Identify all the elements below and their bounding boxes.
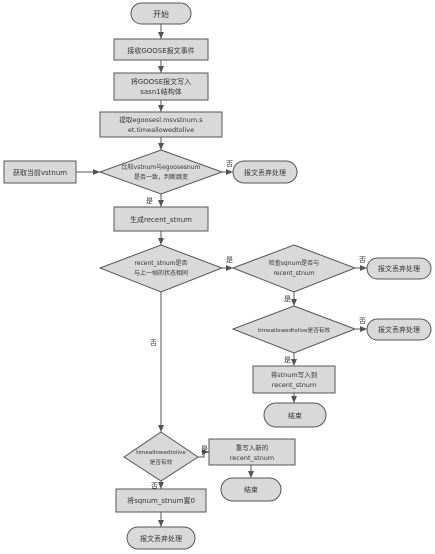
process-shape	[3, 160, 77, 184]
node-label: 开始	[153, 9, 169, 19]
node-label: 结束	[288, 411, 302, 420]
node-end-2: 结束	[220, 477, 282, 502]
node-label: 比较vstnum与egoosesnum	[122, 163, 201, 171]
node-discard-3: 报文丢弃处理	[366, 318, 432, 341]
process-shape	[113, 38, 209, 61]
node-label: recent_stnum	[272, 381, 317, 389]
node-start: 开始	[130, 2, 192, 25]
node-end-1: 结束	[263, 402, 327, 428]
node-label: 报文丢弃处理	[378, 325, 420, 334]
process-shape	[115, 488, 207, 513]
node-recv: 接收GOOSE报文事件	[113, 38, 209, 61]
edge-label-check-ttl-yes: 是	[284, 356, 291, 364]
node-label: 结束	[244, 485, 258, 494]
node-update-stnum: 将stnum写入到 recent_stnum	[252, 365, 336, 394]
process-shape	[99, 111, 223, 138]
node-label: 接收GOOSE报文事件	[127, 46, 194, 55]
node-cmp-recent: recent_stnum是否 与上一帧的状态相同	[98, 244, 224, 293]
process-shape	[252, 365, 336, 394]
node-discard-1: 报文丢弃处理	[232, 160, 298, 184]
terminal-shape	[263, 402, 327, 428]
decision-shape	[231, 305, 357, 354]
terminal-shape	[126, 526, 196, 550]
node-label: 检查sqnum是否与	[269, 259, 319, 267]
node-label: 报文丢弃处理	[244, 168, 286, 177]
node-label: 重写入新的	[236, 443, 269, 452]
edge-label-cmp-recent-yes: 是	[226, 256, 233, 264]
node-discard-2: 报文丢弃处理	[366, 257, 432, 280]
node-input-vstnum: 获取当前vstnum	[3, 160, 77, 184]
terminal-shape	[366, 318, 432, 341]
edge-label-cmp-vstnum-yes: 是	[146, 197, 153, 205]
edge-label-check-ttl-no: 否	[359, 317, 366, 325]
node-check-ttl-2: timeallowedtolive 是否有效	[123, 431, 199, 482]
node-discard-4: 报文丢弃处理	[126, 526, 196, 550]
node-label: 提取egoosesl.msvstnum.s	[119, 115, 203, 124]
node-check-sqnum: 检查sqnum是否与 recent_stnum	[231, 244, 357, 293]
node-reset-sqnum: 将sqnum_stnum置0	[115, 488, 207, 513]
node-parse: 将GOOSE报文写入 sasn1结构体	[113, 72, 209, 101]
node-label: 生成recent_stnum	[130, 215, 192, 224]
node-label: 与上一帧的状态相同	[134, 269, 188, 277]
edge-label-cmp-recent-no: 否	[150, 339, 157, 347]
node-label: sasn1结构体	[140, 87, 181, 96]
node-extract: 提取egoosesl.msvstnum.s et.timeallowedtoli…	[99, 111, 223, 138]
process-shape	[208, 438, 296, 466]
terminal-shape	[220, 477, 282, 502]
terminal-shape	[366, 257, 432, 280]
decision-shape	[98, 244, 224, 293]
node-label: 将stnum写入到	[271, 370, 318, 379]
node-update-recent: 重写入新的 recent_stnum	[208, 438, 296, 466]
node-check-ttl: timeallowedtolive是否有效	[231, 305, 357, 354]
node-label: 是否有效	[150, 458, 173, 466]
node-cmp-vstnum: 比较vstnum与egoosesnum 是否一致，判断跳变	[98, 149, 224, 195]
edge-label-check-sqnum-yes: 是	[284, 295, 291, 303]
node-label: 是否一致，判断跳变	[134, 173, 188, 181]
terminal-shape	[232, 160, 298, 184]
decision-shape	[123, 431, 199, 482]
edge-label-check-sqnum-no: 否	[359, 256, 366, 264]
node-label: 获取当前vstnum	[13, 168, 67, 177]
node-label: 报文丢弃处理	[140, 534, 182, 543]
edge-label-check-ttl2-yes: 是	[201, 445, 208, 453]
decision-shape	[231, 244, 357, 293]
node-label: et.timeallowedtolive	[128, 126, 194, 134]
edge-label-check-ttl2-no: 否	[151, 482, 158, 490]
node-label: recent_stnum	[230, 454, 275, 462]
node-label: timeallowedtolive	[136, 450, 186, 456]
nodes: 开始 接收GOOSE报文事件 将GOOSE报文写入 sasn1结构体 提取ego…	[3, 2, 432, 550]
node-label: 将sqnum_stnum置0	[127, 496, 195, 505]
edge-labels: 否 是 是 否 否 是 否 是 是 否	[146, 160, 366, 490]
process-shape	[113, 72, 209, 101]
node-label: 将GOOSE报文写入	[131, 77, 191, 86]
edge-label-cmp-vstnum-no: 否	[226, 160, 233, 168]
terminal-shape	[130, 2, 192, 25]
node-label: recent_stnum	[273, 270, 314, 277]
node-label: timeallowedtolive是否有效	[258, 326, 330, 334]
node-label: recent_stnum是否	[134, 260, 187, 267]
decision-shape	[98, 149, 224, 195]
node-build-struct: 生成recent_stnum	[113, 206, 209, 232]
node-label: 报文丢弃处理	[378, 264, 420, 273]
connectors	[76, 24, 367, 527]
arrow-checkttl2-updaterecent	[198, 449, 209, 458]
process-shape	[113, 206, 209, 232]
